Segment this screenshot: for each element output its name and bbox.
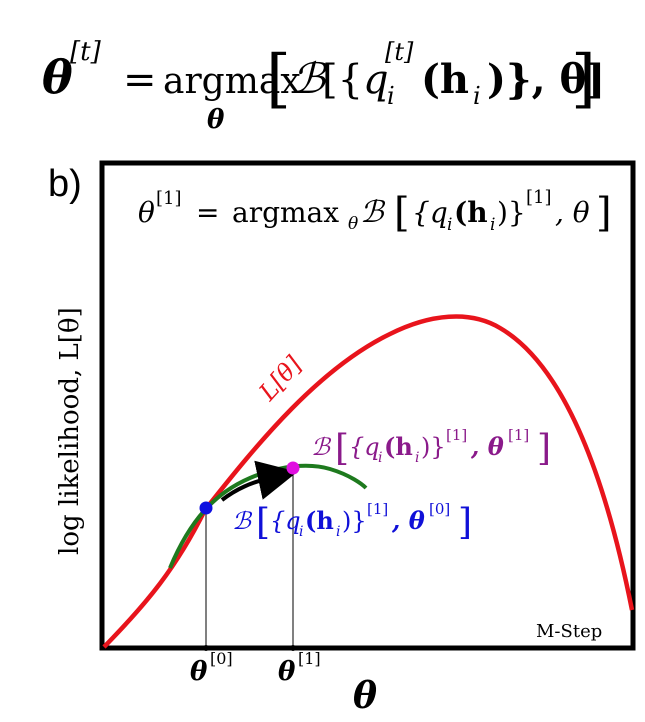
eq-equals: = [123, 57, 157, 103]
title-argmax: argmax [232, 196, 339, 229]
panel-title: θ [1] = argmax θ ℬ [ {q i (h i )} [1] , … [138, 187, 612, 236]
title-body3: )} [497, 196, 526, 229]
title-body2: (h [454, 196, 488, 229]
title-argmax-sub: θ [348, 214, 358, 234]
title-body-sub: i [447, 215, 452, 235]
svg-text:i: i [336, 524, 340, 540]
svg-text:i: i [299, 524, 303, 540]
svg-text:[: [ [335, 428, 349, 469]
bound-old-label: ℬ [ {q i (h i )} [1] , θ [0] ] [232, 500, 472, 543]
svg-text:[0]: [0] [429, 500, 450, 518]
svg-text:i: i [415, 450, 419, 466]
svg-text:, θ: , θ [391, 506, 425, 535]
title-body: {q [412, 196, 448, 229]
eq-q-sup: [t] [385, 38, 414, 66]
svg-text:ℬ: ℬ [232, 507, 253, 535]
eq-h-sub: i [473, 82, 481, 110]
svg-text:)}: )} [421, 433, 446, 461]
title-bracket-open: [ [394, 190, 410, 236]
title-bracket-close: ] [596, 190, 612, 236]
svg-text:{q: {q [349, 433, 380, 461]
y-axis-label: log likelihood, L[θ] [55, 307, 85, 555]
plot-frame [99, 160, 636, 651]
step-label: M-Step [536, 621, 602, 642]
update-arrow [220, 460, 298, 502]
title-lhs: θ [138, 196, 155, 229]
theta0-point [199, 501, 213, 515]
eq-argmax: argmax [163, 61, 301, 102]
title-lhs-sup: [1] [156, 188, 182, 209]
theta1-point [286, 461, 300, 475]
svg-text:[1]: [1] [446, 426, 467, 444]
svg-text:[1]: [1] [367, 500, 388, 518]
svg-text:ℬ: ℬ [311, 433, 332, 461]
title-body2-sub: i [490, 215, 495, 235]
eq-bracket-open: [ [266, 42, 291, 116]
tick-theta1-label: θ [278, 657, 296, 687]
tick-theta0-dot [203, 645, 209, 651]
svg-text:)}: )} [342, 507, 367, 535]
eq-bound: ℬ [292, 54, 328, 103]
eq-inner-close: )}, θ] [487, 56, 605, 103]
svg-text:(h: (h [305, 506, 334, 535]
title-eq: = [196, 196, 219, 229]
title-body3-sup: [1] [526, 187, 552, 208]
bound-new-label: ℬ [ {q i (h i )} [1] , θ [1] ] [311, 426, 551, 469]
tick-theta1-sup: [1] [298, 649, 321, 668]
panel-label: b) [48, 163, 82, 205]
tick-theta1-dot [290, 645, 296, 651]
svg-text:(h: (h [384, 432, 413, 461]
eq-inner-open: [{ [322, 57, 363, 103]
svg-text:i: i [378, 450, 382, 466]
tick-theta0-sup: [0] [210, 649, 233, 668]
title-bound: ℬ [360, 195, 386, 230]
svg-text:, θ: , θ [470, 432, 504, 461]
likelihood-curve [102, 314, 635, 649]
svg-text:{q: {q [270, 507, 301, 535]
eq-lhs: θ [42, 50, 73, 104]
title-tail: , θ [555, 196, 590, 229]
eq-q: q [363, 57, 389, 103]
svg-text:[: [ [256, 502, 270, 543]
svg-text:]: ] [537, 428, 551, 469]
eq-argmax-sub: θ [207, 105, 225, 135]
svg-text:[1]: [1] [508, 426, 529, 444]
tick-theta0-label: θ [190, 657, 208, 687]
x-axis-label: θ [353, 675, 377, 717]
top-equation: θ [t] = argmax θ [ ℬ [{ q i [t] (h i )},… [42, 37, 605, 135]
eq-h: (h [421, 56, 469, 103]
svg-text:]: ] [458, 502, 472, 543]
eq-q-sub: i [387, 82, 395, 110]
eq-lhs-sup: [t] [70, 37, 102, 67]
eq-bracket-close: ] [571, 42, 596, 116]
